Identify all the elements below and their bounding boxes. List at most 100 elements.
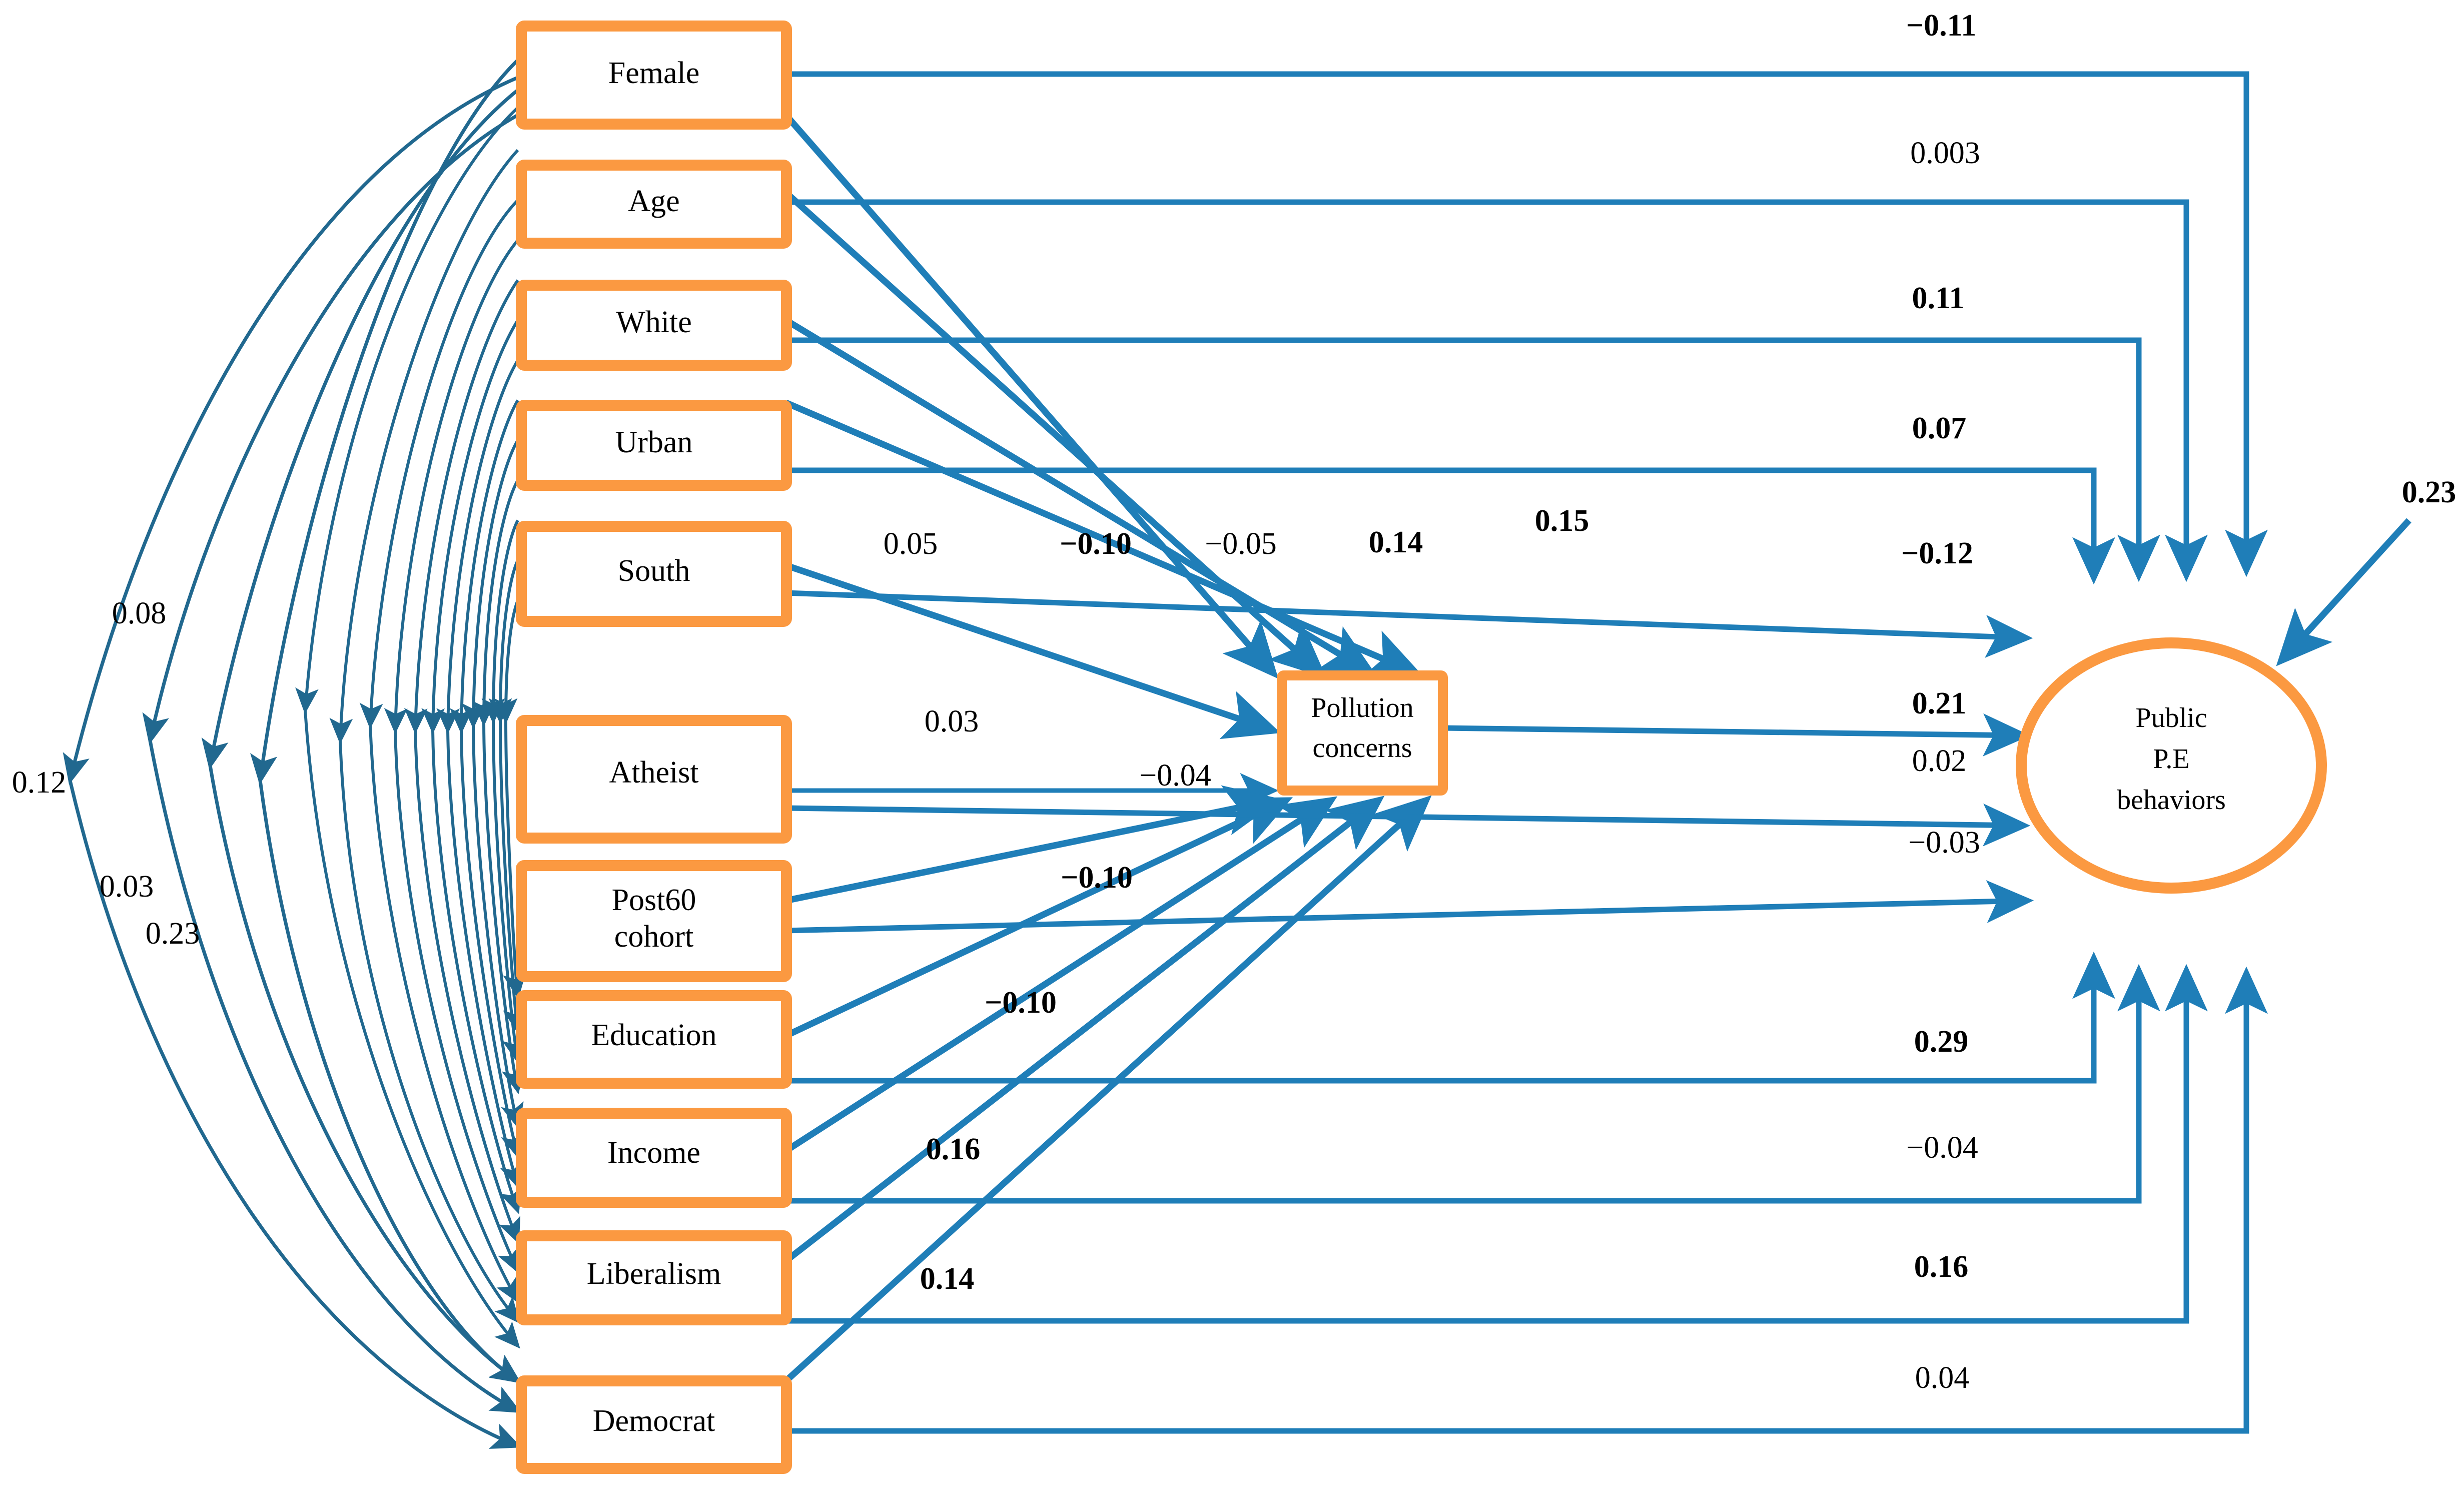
node-box-white[interactable]: White [516,280,792,371]
node-label: Atheist [609,755,698,790]
node-box-south[interactable]: South [516,521,792,627]
correlation-arc [461,439,519,729]
node-label: Public [2135,702,2207,733]
coef-south-to-outcome: −0.12 [1901,536,1973,570]
node-label-line2: cohort [614,920,693,954]
coef-white-to-outcome: 0.11 [1912,281,1964,315]
node-box-liberalism[interactable]: Liberalism [516,1230,792,1325]
coef-disturbance: 0.23 [2402,475,2456,509]
path-liberalism-to-pollution [784,796,1385,1264]
correlation-arc [482,722,525,1095]
correlation-arcs-group [63,59,522,1449]
node-label: Income [607,1136,700,1170]
coef-atheist-to-pollution: 0.03 [925,704,979,738]
disturbance-arrow [2276,518,2411,666]
coef-democrat-to-outcome: 0.04 [1915,1361,1970,1395]
correlation-arc [499,720,526,1035]
coef-age-to-pollution: 0.14 [1369,525,1423,559]
coef-education-to-pollution: −0.10 [1061,861,1133,895]
correlation-arc [258,780,521,1383]
node-label: Age [628,184,679,218]
node-label: Education [591,1018,716,1052]
node-label: South [618,554,690,588]
correlation-arc [329,149,519,744]
correlation-arc [481,519,519,724]
correlation-arc [208,765,521,1383]
path-democrat-to-outcome [786,966,2268,1434]
correlation-arc [436,359,519,734]
node-label: White [616,305,692,339]
path-democrat-to-pollution [783,795,1432,1383]
path-south-to-pollution [784,562,1281,739]
correlation-arc [369,725,520,1304]
node-box-pollution-concerns[interactable]: Pollution concerns [1277,670,1448,796]
correlation-arc [304,710,520,1349]
node-box-urban[interactable]: Urban [516,400,792,491]
coef-income-to-outcome: −0.04 [1906,1131,1978,1165]
node-box-age[interactable]: Age [516,160,792,249]
coef-south-to-pollution: 0.05 [884,527,938,561]
coef-democrat-to-pollution: 0.14 [920,1262,975,1296]
node-box-education[interactable]: Education [516,990,792,1089]
coef-income-to-pollution: −0.10 [985,986,1057,1020]
path-white-to-outcome [786,337,2160,582]
correlation-arc [472,479,519,727]
coef-pollution-to-outcome: 0.21 [1912,686,1967,720]
correlation-arc [503,720,526,1000]
path-age-to-outcome [786,199,2208,582]
coef-correlation-3: 0.23 [146,917,200,951]
path-urban-to-pollution [784,400,1423,677]
node-label-line3: behaviors [2117,785,2226,816]
node-label: Urban [615,425,693,459]
node-box-post60[interactable]: Post60 cohort [516,860,792,982]
node-label: Post60 [612,883,696,917]
correlation-arc [450,399,519,734]
correlation-arc [384,239,519,734]
correlation-arc [359,199,519,729]
paths-to-outcome-group [785,71,2268,1434]
node-box-female[interactable]: Female [516,21,792,130]
correlation-arc [472,725,524,1129]
coef-liberalism-to-pollution: 0.16 [926,1132,981,1166]
path-income-to-outcome [786,964,2160,1204]
coef-post60-to-outcome: −0.03 [1908,826,1980,860]
correlation-arc [201,89,519,770]
correlation-arc [68,780,522,1449]
path-liberalism-to-outcome [786,964,2208,1324]
coef-age-to-outcome: 0.003 [1910,136,1980,170]
coef-urban-to-outcome: 0.07 [1912,411,1967,445]
correlation-arc [488,559,519,724]
correlation-arc [394,730,520,1274]
coef-education-to-outcome: 0.29 [1914,1025,1969,1059]
coef-correlation-1: 0.12 [12,766,67,800]
coef-correlation-2: 0.03 [100,870,154,904]
node-label-line2: P.E [2153,743,2189,775]
node-label: Democrat [593,1404,715,1438]
correlation-arc [421,319,519,734]
correlation-arc [148,740,522,1413]
coef-female-to-pollution: 0.15 [1535,504,1589,538]
coef-correlation-0: 0.08 [112,596,167,630]
node-box-atheist[interactable]: Atheist [516,715,792,844]
path-post60-to-pollution [785,785,1281,904]
node-label: Pollution [1311,692,1413,723]
path-education-to-outcome [786,951,2115,1084]
node-label: Female [608,56,700,90]
coef-white-to-pollution: −0.05 [1205,527,1276,561]
coef-atheist-to-outcome: 0.02 [1912,744,1967,778]
coef-female-to-outcome: −0.11 [1906,9,1976,43]
node-label-line2: concerns [1312,732,1412,764]
paths-to-mediator-group [783,113,1432,1383]
exogenous-boxes-group: Female Age White Urban South Atheist Pos… [516,21,792,1474]
correlation-arc [250,59,519,785]
node-box-income[interactable]: Income [516,1108,792,1208]
node-ellipse-public-pe-behaviors[interactable]: Public P.E behaviors [2016,637,2327,894]
path-pollution-to-outcome [1443,713,2031,757]
path-atheist-to-outcome [785,803,2031,847]
correlation-arcs-inner-group [295,106,526,1349]
node-label: Liberalism [587,1257,721,1291]
correlation-arc [404,279,519,734]
correlation-arc [295,106,519,714]
node-box-democrat[interactable]: Democrat [516,1375,792,1474]
